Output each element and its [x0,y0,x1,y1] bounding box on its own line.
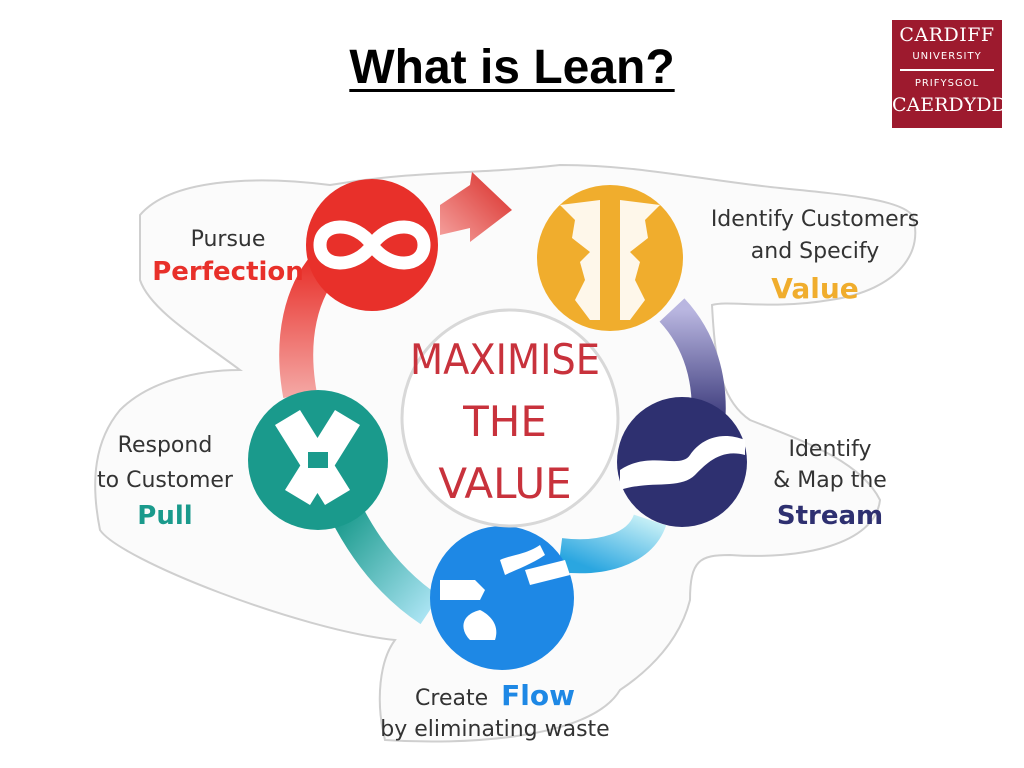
stream-label-line-2: & Map the [773,468,887,493]
center-line-3: VALUE [438,459,571,508]
value-label-line-1: Identify Customers [711,207,919,232]
university-logo: CARDIFF UNIVERSITY PRIFYSGOL CAERDYDD [892,20,1007,128]
pull-label-line-2: to Customer [97,468,234,493]
flow-label-line-1: Create [415,686,488,711]
page-title: What is Lean? [349,41,675,94]
perfection-label-line-1: Pursue [191,227,266,252]
arrow-to-value [440,172,512,242]
flow-label-emphasis: Flow [501,679,575,712]
center-circle [400,308,620,528]
perfection-label-emphasis: Perfection [152,257,304,287]
stream-label-line-1: Identify [788,437,871,462]
stream-icon [617,397,747,527]
arc-stream-to-flow [557,513,667,574]
arc-pull-to-flow [329,502,440,625]
value-label-line-2: and Specify [751,239,879,264]
pull-label-line-1: Respond [118,433,213,458]
faces-vase-icon [537,185,683,331]
pointing-hands-icon [430,526,574,670]
stream-label-emphasis: Stream [777,501,883,531]
pull-label-emphasis: Pull [137,501,192,531]
flow-label-line: Create Flow [415,679,575,712]
flow-label-line-2: by eliminating waste [380,717,609,742]
center-line-1: MAXIMISE [410,335,600,384]
infinity-icon [306,179,438,311]
interlocking-links-icon [248,390,388,530]
value-label-emphasis: Value [771,272,859,305]
center-line-2: THE [462,397,547,446]
